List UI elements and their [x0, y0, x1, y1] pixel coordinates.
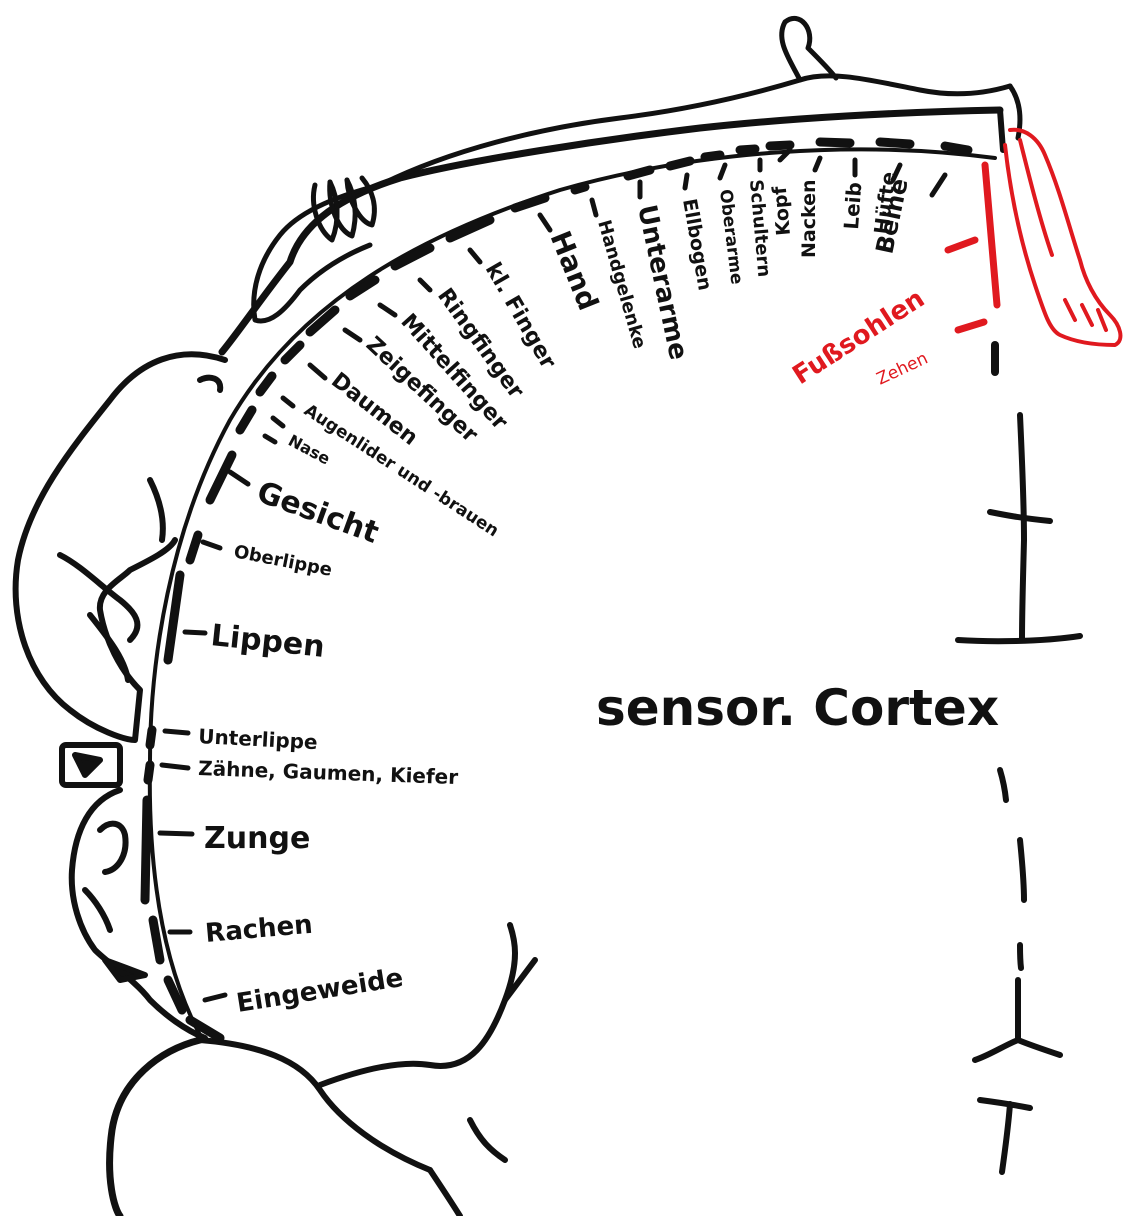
cortex-outline — [106, 106, 1006, 1216]
label-nacken: Nacken — [798, 179, 820, 258]
label-oberlippe: Oberlippe — [232, 541, 334, 581]
label-zaehne: Zähne, Gaumen, Kiefer — [198, 756, 459, 789]
diagram-title: sensor. Cortex — [596, 679, 999, 737]
label-ellbogen: Ellbogen — [678, 197, 716, 292]
label-eingeweide: Eingeweide — [234, 963, 405, 1019]
homunculus-body — [251, 15, 1023, 324]
label-kopf: Kopf — [769, 185, 795, 237]
face-drawing — [12, 351, 228, 743]
label-unterlippe: Unterlippe — [198, 724, 318, 754]
label-ticks — [157, 147, 948, 1003]
label-lippen: Lippen — [209, 618, 326, 665]
label-gesicht: Gesicht — [252, 475, 383, 551]
label-zehen: Zehen — [874, 349, 932, 390]
feet-marker — [944, 161, 1001, 334]
mouth-drawing — [59, 742, 208, 1041]
leg-drawing — [1003, 127, 1123, 347]
region-labels: Beine Hüfte Leib Nacken Kopf Schultern O… — [198, 170, 999, 1019]
label-rachen: Rachen — [204, 910, 314, 949]
label-leib: Leib — [839, 181, 866, 230]
label-hand: Hand — [544, 226, 605, 315]
midline — [955, 412, 1083, 1175]
label-zunge: Zunge — [204, 821, 310, 856]
label-oberarme: Oberarme — [715, 188, 747, 285]
arc-dashes — [140, 137, 973, 1043]
label-nase: Nase — [285, 431, 333, 469]
